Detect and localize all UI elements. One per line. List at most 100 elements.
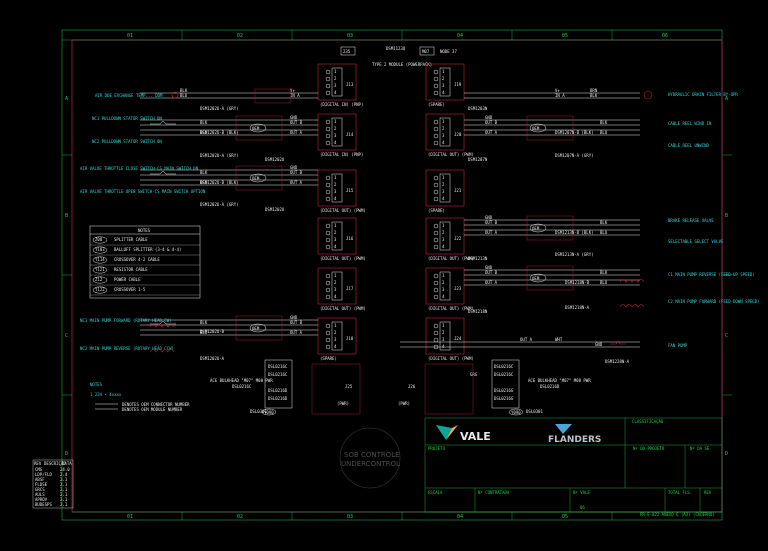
module-pin: 2 bbox=[334, 280, 337, 285]
rev-cell: 2.1 bbox=[60, 482, 68, 487]
note-text: CROSSOVER 1-5 bbox=[114, 287, 146, 292]
wire-tag-12: DSM1207N-A (GRY) bbox=[555, 153, 594, 158]
bulkhead-left-conn: J25 bbox=[345, 384, 353, 389]
left-device-3: NC2 PULLDOWN STATOR SWITCH ON bbox=[92, 139, 162, 144]
module-label: (DIGITAL OUT) (PWM) bbox=[428, 306, 474, 311]
wire-label: BLU bbox=[200, 330, 208, 335]
module-conn: J23 bbox=[454, 286, 462, 291]
module-pin: 2 bbox=[334, 330, 337, 335]
legend-item-2: DENOTES OEM MODULE NUMBER bbox=[122, 407, 183, 412]
module-conn: J13 bbox=[346, 82, 354, 87]
zone-bottom-3: 03 bbox=[347, 514, 353, 520]
module-conn: J22 bbox=[454, 236, 462, 241]
rev-cell: LDP/FLD bbox=[35, 472, 52, 477]
module-conn: J19 bbox=[454, 82, 462, 87]
wire-tag-6: DSM1202U-A (GRY) bbox=[200, 202, 239, 207]
wire-tag-19: DSM1218N bbox=[468, 309, 488, 314]
rev-cell: APROV bbox=[35, 497, 48, 502]
classificacao-label: CLASSIFICAÇÃO bbox=[632, 419, 664, 424]
doc-code: PR-E-022 ANEXO E (A3) (CADERNO) bbox=[640, 512, 715, 517]
zone-top-4: 04 bbox=[457, 33, 463, 39]
zone-bottom-2: 02 bbox=[237, 514, 243, 520]
bulkhead-left-tag2: Y090 bbox=[264, 410, 274, 415]
wire-label: BLK bbox=[180, 88, 188, 93]
rev-cell: 2.1 bbox=[60, 502, 68, 507]
zone-bottom-1: 01 bbox=[127, 514, 133, 520]
module-conn: J20 bbox=[454, 132, 462, 137]
note-code: Z00 bbox=[95, 237, 103, 242]
module-pin: 4 bbox=[334, 244, 337, 249]
module-pin: 4 bbox=[334, 196, 337, 201]
right-device-1: HYDRAULIC DRAIN FILTER BY-OPR bbox=[668, 92, 738, 97]
note-code: Y121 bbox=[95, 267, 105, 272]
bulkhead-left-mode: (PWR) bbox=[337, 401, 349, 406]
title-block: VALE FLANDERS CLASSIFICAÇÃO PROJETO Nº D… bbox=[424, 417, 723, 517]
zone-top-1: 01 bbox=[127, 33, 133, 39]
flanders-logo: FLANDERS bbox=[548, 424, 601, 445]
zone-top-3: 03 bbox=[347, 33, 353, 39]
zone-side-c-right: C bbox=[725, 333, 728, 339]
vale-logo: VALE bbox=[436, 425, 491, 443]
control-stamp: SOB CONTROLE UNDERCONTROL bbox=[339, 427, 401, 489]
module-pin: 1 bbox=[334, 223, 337, 228]
note-text: POWER CABLE bbox=[114, 277, 141, 282]
module-pin: 4 bbox=[334, 140, 337, 145]
wire-label: OUT B bbox=[290, 320, 303, 325]
module-pin: 3 bbox=[334, 133, 337, 138]
module-pin: 3 bbox=[442, 133, 445, 138]
zone-top-5: 05 bbox=[562, 33, 568, 39]
module-pin: 3 bbox=[334, 337, 337, 342]
wire-label: WHT bbox=[555, 337, 563, 342]
wire-label: GND bbox=[290, 315, 298, 320]
module-pin: 4 bbox=[442, 140, 445, 145]
left-device-5: AIR VALVE THROTTLE OPEN SWITCH-CS MAIN S… bbox=[80, 189, 206, 194]
wire-label: GND bbox=[485, 215, 493, 220]
wire-label: OUT A bbox=[485, 130, 498, 135]
module-pin: 1 bbox=[334, 175, 337, 180]
wire-tag-18: DSM1218N-A bbox=[565, 305, 590, 310]
module-pin: 2 bbox=[442, 280, 445, 285]
bulkhead-right-tag2: Y090 bbox=[511, 410, 521, 415]
bulkhead-left-tag-3: DSL0216D bbox=[268, 388, 288, 393]
left-device-6: NC1 MAIN PUMP FORWARD (ROTARY HEAD CW) bbox=[80, 318, 172, 323]
wire-label: BLK bbox=[200, 320, 208, 325]
bulkhead-right-tag-5: DSL0301 bbox=[526, 409, 543, 414]
right-device-5: SELECTABLE SELECT VALVE bbox=[668, 239, 724, 244]
module-label: (DIGITAL IN) (PNP) bbox=[320, 152, 363, 157]
module-pin: 1 bbox=[442, 119, 445, 124]
wire-label: OUT A bbox=[485, 280, 498, 285]
rev-label: REV bbox=[704, 490, 712, 495]
rev-cell: FLDSE bbox=[35, 482, 48, 487]
right-devices: HYDRAULIC DRAIN FILTER BY-OPR CABLE REEL… bbox=[668, 92, 760, 348]
wire-label: OUT B bbox=[290, 120, 303, 125]
module-label: (DIGITAL IN) (PNP) bbox=[320, 102, 363, 107]
wire-label: BLU bbox=[600, 280, 608, 285]
module-pin: 4 bbox=[442, 244, 445, 249]
bulkhead-left-tag-1: DSL0216C bbox=[268, 364, 288, 369]
module-pin: 4 bbox=[442, 344, 445, 349]
module-pin: 3 bbox=[442, 189, 445, 194]
note-text: BALLUFF SPLITTER (3-4 & 4-4) bbox=[114, 247, 181, 252]
wire-tag-4: DSM1202U bbox=[265, 157, 285, 162]
rev-cell: 2.4 bbox=[60, 472, 68, 477]
wire-label: BLU bbox=[600, 130, 608, 135]
bulkhead-right-title: ACE BULKHEAD "M07" M08 PWR bbox=[528, 378, 591, 383]
zone-side-b-right: B bbox=[725, 213, 728, 219]
wire-label: BLU bbox=[200, 180, 208, 185]
rev-header-1: REV bbox=[34, 461, 42, 466]
zone-bottom-5: 05 bbox=[562, 514, 568, 520]
header-box-2: M07 bbox=[422, 49, 430, 54]
n-vale-label: Nº VALE bbox=[573, 490, 590, 495]
wire-label: BLK bbox=[200, 120, 208, 125]
module-pin: 3 bbox=[334, 287, 337, 292]
rev-cell: GRCS bbox=[35, 487, 45, 492]
